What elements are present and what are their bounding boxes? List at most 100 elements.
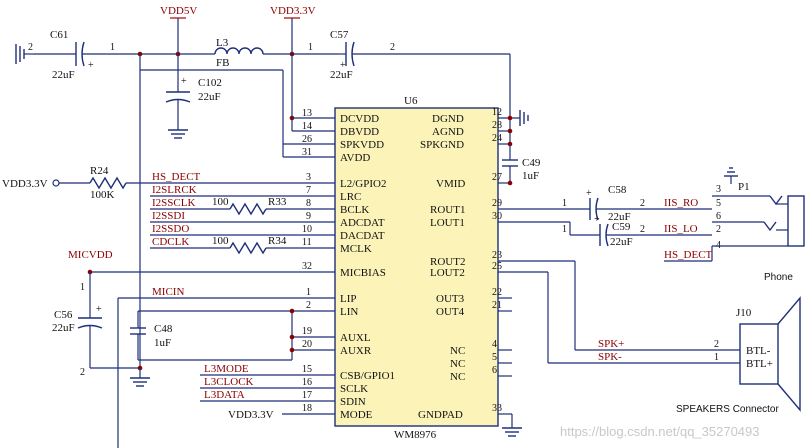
net-l3clock: L3CLOCK xyxy=(204,376,254,388)
pin-name: MICBIAS xyxy=(340,267,386,279)
c58-value: 22uF xyxy=(608,211,631,223)
pin-name: GNDPAD xyxy=(418,409,463,421)
j10-label: BTL+ xyxy=(746,358,773,370)
pin-num: 27 xyxy=(492,172,502,183)
j10-pin: 2 xyxy=(714,339,719,350)
pin-num: 12 xyxy=(492,107,502,118)
c61-pin-right: 1 xyxy=(110,42,115,53)
svg-text:+: + xyxy=(340,60,346,71)
pin-num: 31 xyxy=(302,147,312,158)
net-l3data: L3DATA xyxy=(204,389,245,401)
pin-num: 17 xyxy=(302,390,312,401)
c59-ref: C59 xyxy=(612,221,631,233)
net-i2ssclk: I2SSCLK xyxy=(152,197,195,209)
net-spk-n: SPK- xyxy=(598,351,622,363)
pin-num: 15 xyxy=(302,364,312,375)
watermark-text: https://blog.csdn.net/qq_35270493 xyxy=(560,424,760,439)
phone-jack-p1: 3 P1 5 6 2 4 Phone xyxy=(712,167,805,283)
pin-name: ROUT1 xyxy=(430,204,465,216)
c102-ref: C102 xyxy=(198,77,222,89)
pin-name: BCLK xyxy=(340,204,369,216)
capacitor-c49 xyxy=(502,159,518,167)
resistor-r33 xyxy=(229,202,267,216)
pin-name: DGND xyxy=(432,113,464,125)
c58-ref: C58 xyxy=(608,184,627,196)
c56-pin-bottom: 2 xyxy=(80,367,85,378)
pin-name: NC xyxy=(450,371,465,383)
vdd33-top-label: VDD3.3V xyxy=(270,5,316,17)
pin-num: 33 xyxy=(492,403,502,414)
c59-pin-left: 1 xyxy=(562,224,567,235)
p1-ref: P1 xyxy=(738,181,750,193)
pin-name: OUT4 xyxy=(436,306,465,318)
l3-ref: L3 xyxy=(216,37,229,49)
c56-ref: C56 xyxy=(54,309,73,321)
net-iis-ro: IIS_RO xyxy=(664,197,698,209)
net-iis-lo: IIS_LO xyxy=(664,223,698,235)
ic-ref: U6 xyxy=(404,95,418,107)
c57-ref: C57 xyxy=(330,29,349,41)
pin-name: NC xyxy=(450,345,465,357)
pin-num: 28 xyxy=(492,120,502,131)
ground-symbol-c102 xyxy=(168,129,188,139)
pin-num: 26 xyxy=(302,134,312,145)
capacitor-c48 xyxy=(130,327,146,335)
p1-pin: 3 xyxy=(716,184,721,195)
pin-name: AUXL xyxy=(340,332,371,344)
pin-num: 10 xyxy=(302,224,312,235)
pin-name: NC xyxy=(450,358,465,370)
svg-text:+: + xyxy=(594,214,600,225)
c49-value: 1uF xyxy=(522,170,539,182)
pin-num: 6 xyxy=(492,365,497,376)
pin-name: SCLK xyxy=(340,383,368,395)
ic-left-pins: 13 DCVDD 14 DBVDD 26 SPKVDD 31 AVDD 3 L2… xyxy=(90,108,395,421)
pin-num: 4 xyxy=(492,339,497,350)
ground-symbol-dgnd xyxy=(519,110,529,126)
net-i2slrck: I2SLRCK xyxy=(152,184,197,196)
vdd33-mode-label: VDD3.3V xyxy=(228,409,274,421)
pin-name: DCVDD xyxy=(340,113,379,125)
c56-value: 22uF xyxy=(52,322,75,334)
pin-name: SDIN xyxy=(340,396,366,408)
p1-pin: 2 xyxy=(716,224,721,235)
pin-num: 9 xyxy=(306,211,311,222)
ground-symbol-gndpad xyxy=(502,427,522,437)
pin-num: 11 xyxy=(302,237,312,248)
pin-num: 23 xyxy=(492,250,502,261)
r33-value: 100 xyxy=(212,196,229,208)
pin-name: AUXR xyxy=(340,345,372,357)
pin-name: VMID xyxy=(436,178,465,190)
pin-name: L2/GPIO2 xyxy=(340,178,386,190)
pin-name: LIP xyxy=(340,293,357,305)
p1-caption: Phone xyxy=(764,272,793,283)
vdd5v-label: VDD5V xyxy=(160,5,197,17)
pin-name: LRC xyxy=(340,191,361,203)
net-l3mode: L3MODE xyxy=(204,363,249,375)
pin-num: 14 xyxy=(302,121,312,132)
ground-symbol-c61 xyxy=(15,44,34,64)
j10-caption: SPEAKERS Connector xyxy=(676,404,779,415)
c102-value: 22uF xyxy=(198,91,221,103)
pin-num: 1 xyxy=(306,287,311,298)
pin-num: 18 xyxy=(302,403,312,414)
pin-name: LOUT1 xyxy=(430,217,465,229)
svg-text:+: + xyxy=(96,304,102,315)
c58-pin-left: 1 xyxy=(562,198,567,209)
net-spk-p: SPK+ xyxy=(598,338,624,350)
pin-num: 30 xyxy=(492,211,502,222)
speaker-connector-j10: J10 2 1 BTL- BTL+ SPEAKERS Connector xyxy=(676,296,801,415)
j10-label: BTL- xyxy=(746,345,771,357)
vdd33-left-label: VDD3.3V xyxy=(2,178,48,190)
capacitor-c56 xyxy=(77,317,103,329)
ic-right-pins: 12 DGND 28 AGND 24 SPKGND 27 VMID 29 ROU… xyxy=(418,107,590,421)
svg-text:1: 1 xyxy=(308,42,313,53)
j10-ref: J10 xyxy=(736,307,752,319)
pin-num: 19 xyxy=(302,326,312,337)
r24-value: 100K xyxy=(90,189,115,201)
c61-ref: C61 xyxy=(50,29,68,41)
pin-name: SPKVDD xyxy=(340,139,384,151)
pin-name: OUT3 xyxy=(436,293,465,305)
capacitor-c102 xyxy=(165,91,191,103)
j10-pin: 1 xyxy=(714,352,719,363)
resistor-r24 xyxy=(89,176,127,190)
